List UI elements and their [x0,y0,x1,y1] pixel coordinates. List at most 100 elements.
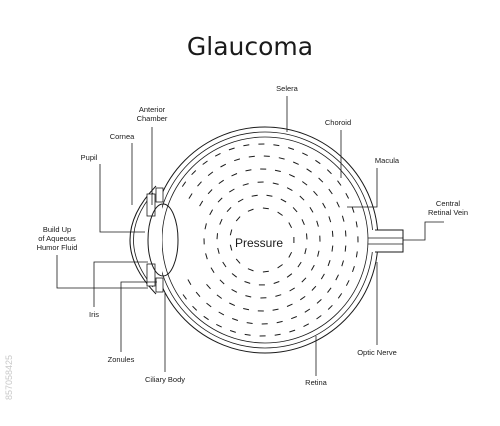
pressure-dash [229,188,235,193]
pressure-dash [237,198,244,203]
pressure-dash [229,229,233,236]
pressure-dash [291,316,297,320]
ciliary-body-shape [155,187,164,293]
pressure-dash [195,291,201,298]
label-zonules: Zonules [108,355,135,364]
pressure-dash [292,207,298,213]
pressure-dash [299,195,305,201]
pressure-dash [251,194,258,197]
pressure-dash [205,253,208,260]
pressure-dash [277,211,283,216]
pressure-dash [275,294,282,297]
pressure-dash [316,299,322,304]
pressure-dash [222,261,227,268]
pressure-dash [181,181,187,187]
pressure-dash [327,287,332,293]
pressure-dash [210,267,215,273]
pressure-dash [242,183,249,186]
pressure-dash [248,155,255,158]
label-anterior-line1: Anterior [139,105,166,114]
pressure-dash [328,216,332,223]
pressure-dash [345,280,350,286]
pressure-dash [336,201,340,208]
pressure-dash [273,281,280,284]
pressure-rings [181,143,359,337]
pressure-dash [273,144,280,147]
pressure-dash [286,187,293,192]
labels: Selera Choroid Macula Central Retinal Ve… [37,84,468,387]
pressure-dash [229,302,236,307]
pressure-dash [302,152,308,157]
pressure-dash [310,264,315,271]
pressure-dash [328,188,333,195]
pressure-dash [262,207,269,210]
pressure-dash [306,168,312,173]
pressure-dash [316,315,322,320]
pressure-dash [209,209,214,216]
pressure-dash [309,207,314,213]
pressure-dash [229,244,233,251]
pressure-dash [286,303,293,307]
pressure-dash [192,305,198,311]
pressure-dash [327,304,333,310]
pressure-dash [293,161,299,165]
pressure-dash [304,308,311,313]
pressure-dash [288,173,295,178]
pressure-dash [202,160,208,165]
pressure-dash [207,171,214,176]
label-iris: Iris [89,310,99,319]
pressure-dash [231,288,238,293]
pressure-dash [301,219,305,225]
pressure-dash [301,181,308,186]
pressure-dash [300,295,306,301]
pressure-dash [341,215,345,222]
pressure-dash [272,182,279,185]
label-sclera: Selera [276,84,299,93]
pressure-dash [232,318,239,321]
pressure-dash [262,270,269,273]
pressure-dash [244,333,251,336]
diagram-title: Glaucoma [187,32,313,61]
pressure-dash [243,308,250,311]
pressure-dash [247,208,254,212]
label-optic-nerve: Optic Nerve [357,348,397,357]
pressure-dash [326,169,332,175]
pressure-dash [218,179,224,185]
pressure-dash [286,273,293,278]
pressure-dash [206,283,211,290]
pressure-dash [197,181,202,187]
pressure-dash [220,163,227,168]
pressure-dash [245,169,252,172]
pressure-dash [311,285,317,291]
label-aqueous-line3: Humor Fluid [37,243,78,252]
pressure-dash [322,202,326,209]
pressure-dash [318,177,324,183]
pressure-dash [229,330,236,333]
pressure-dash [288,222,293,229]
pressure-dash [203,315,209,321]
pressure-dash [243,144,250,147]
label-pupil: Pupil [81,153,98,162]
pressure-dash [297,261,302,268]
pressure-dash [217,247,220,254]
pressure-dash [351,206,355,213]
pressure-dash [274,169,281,172]
pressure-dash [235,258,241,264]
pressure-dash [317,250,320,257]
pressure-dash [231,273,238,278]
lens-shape [147,203,179,277]
pressure-dash [191,170,197,176]
pressure-dash [218,311,225,316]
pressure-dash [234,158,241,162]
pressure-dash [289,287,295,292]
pressure-dash [304,248,307,255]
pressure-dash [331,230,334,237]
pressure-dash [313,190,318,197]
optic-nerve-shape [368,229,404,253]
label-aqueous-line1: Build Up [43,225,71,234]
pressure-dash [214,152,221,157]
pressure-dash [341,260,344,267]
pressure-dash [187,279,192,285]
pressure-dash [228,147,235,151]
